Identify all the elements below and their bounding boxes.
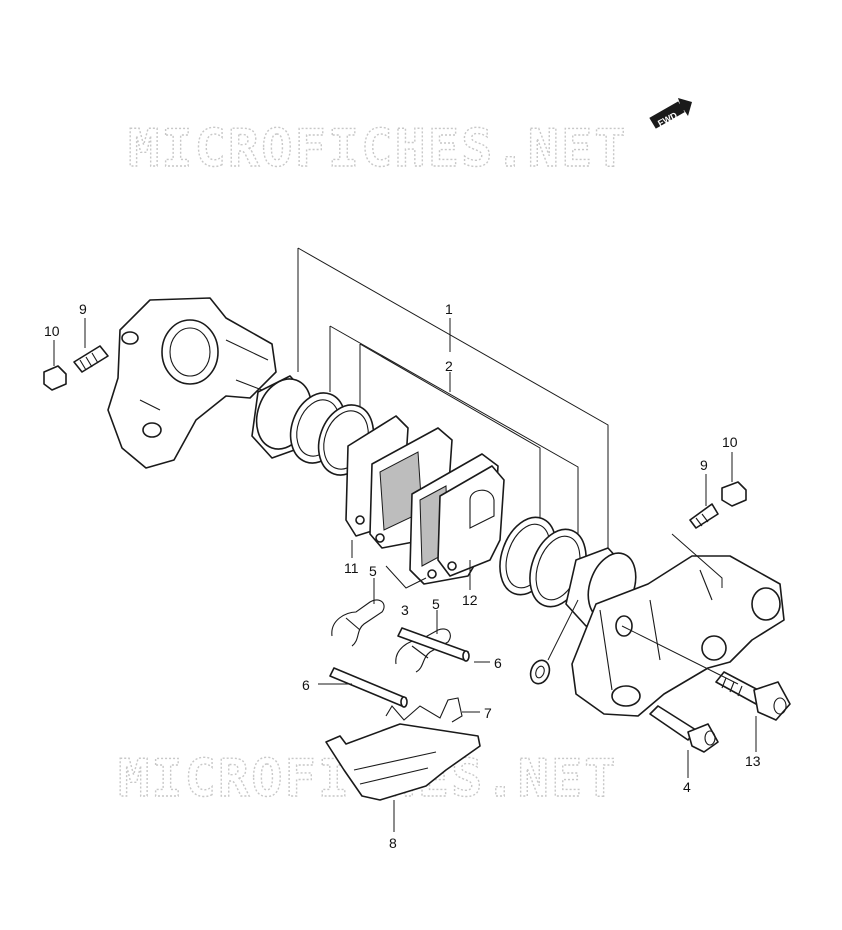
callout-5-left: 5 xyxy=(369,563,377,579)
caliper-bolt-4 xyxy=(649,705,719,753)
bolt-13-axis xyxy=(621,625,739,685)
callout-8: 8 xyxy=(389,835,397,851)
callout-9-left: 9 xyxy=(79,301,87,317)
pad-spring-left xyxy=(331,599,385,647)
pad-pin-lower xyxy=(329,667,408,708)
watermark-top: MICROFICHES.NET xyxy=(128,119,628,179)
callout-12: 12 xyxy=(462,592,478,608)
leader-bleeder-to-body xyxy=(671,533,723,588)
bleeder-cap-right xyxy=(721,481,747,507)
caliper-cover xyxy=(325,723,481,801)
caliper-body-left xyxy=(107,297,277,469)
bleeder-cap-left xyxy=(43,365,67,391)
o-ring xyxy=(529,659,551,685)
bleeder-screw-left xyxy=(73,345,109,373)
assembly-bracket xyxy=(297,247,609,570)
bleeder-screw-right xyxy=(689,503,719,529)
leader-o-ring xyxy=(547,599,579,661)
callout-1: 1 xyxy=(445,301,453,317)
callout-2: 2 xyxy=(445,358,453,374)
caliper-bolt-13 xyxy=(715,671,791,721)
callout-11: 11 xyxy=(344,560,359,576)
callout-3: 3 xyxy=(401,602,409,618)
callout-6-lower: 6 xyxy=(302,677,310,693)
pad-pin-upper xyxy=(397,627,470,662)
callout-7: 7 xyxy=(484,705,492,721)
callout-5-right: 5 xyxy=(432,596,440,612)
callout-6-upper: 6 xyxy=(494,655,502,671)
callout-10-left: 10 xyxy=(44,323,60,339)
callout-4: 4 xyxy=(683,779,691,795)
pad-spring-right xyxy=(395,628,451,673)
caliper-body-right xyxy=(571,555,785,717)
callout-9-right: 9 xyxy=(700,457,708,473)
leader-3 xyxy=(385,565,427,589)
callout-10-right: 10 xyxy=(722,434,738,450)
callout-13: 13 xyxy=(745,753,761,769)
fwd-arrow-icon: FWD xyxy=(649,98,692,129)
pad-shim-12 xyxy=(437,465,505,577)
